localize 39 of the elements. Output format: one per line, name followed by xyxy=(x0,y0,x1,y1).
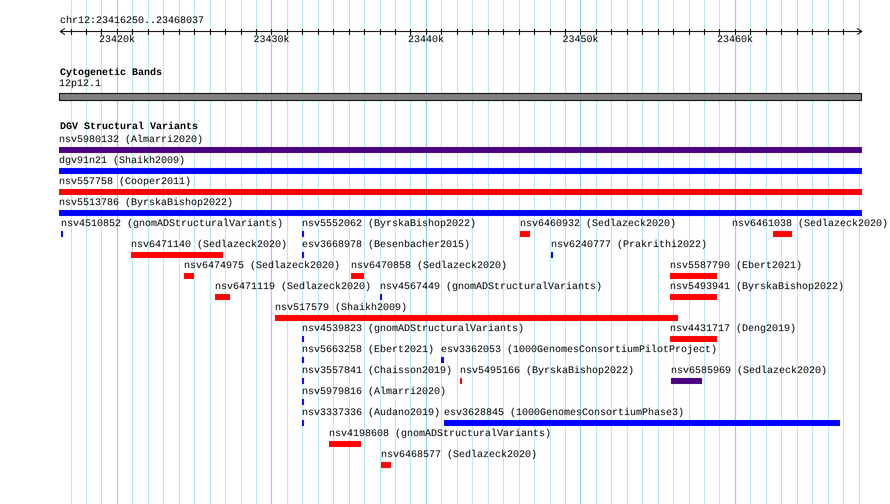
variant-label: nsv3337336 (Audano2019) xyxy=(302,408,440,419)
variant-label: nsv6460932 (Sedlazeck2020) xyxy=(520,219,676,230)
variant-label: nsv4198608 (gnomADStructuralVariants) xyxy=(329,429,552,440)
variant-label: nsv6585969 (Sedlazeck2020) xyxy=(671,366,828,377)
variant-label: nsv4510852 (gnomADStructuralVariants) xyxy=(61,219,284,230)
variant-label: nsv6468577 (Sedlazeck2020) xyxy=(381,450,538,461)
variant-label: nsv6470858 (Sedlazeck2020) xyxy=(351,261,508,272)
variant-label: nsv6471140 (Sedlazeck2020) xyxy=(131,240,288,251)
variant-label: nsv6461038 (Sedlazeck2020) xyxy=(732,219,888,230)
variant-label: nsv3557841 (Chaisson2019) xyxy=(302,366,452,377)
tick-label: 23450k xyxy=(562,35,598,46)
variant-label: nsv6471119 (Sedlazeck2020) xyxy=(215,282,372,293)
variant-label: nsv4431717 (Deng2019) xyxy=(670,324,796,335)
variant-label: nsv5552062 (ByrskaBishop2022) xyxy=(302,219,476,230)
variant-label: nsv557758 (Cooper2011) xyxy=(59,177,192,188)
variant-label: nsv5587790 (Ebert2021) xyxy=(670,261,802,272)
variant-label: nsv5493941 (ByrskaBishop2022) xyxy=(670,282,844,293)
variant-label: nsv517579 (Shaikh2009) xyxy=(275,303,408,314)
variant-label: nsv5495166 (ByrskaBishop2022) xyxy=(460,366,634,377)
variant-label: nsv6240777 (Prakrithi2022) xyxy=(551,240,708,251)
variant-label: nsv5663258 (Ebert2021) xyxy=(302,345,434,356)
tick-label: 23430k xyxy=(253,35,290,46)
tick-label: 23420k xyxy=(98,35,135,46)
variant-label: nsv5513786 (ByrskaBishop2022) xyxy=(59,198,234,209)
variant-label: nsv5980132 (Almarri2020) xyxy=(59,135,204,146)
variant-label: dgv91n21 (Shaikh2009) xyxy=(59,156,186,167)
tick-label: 23440k xyxy=(408,35,444,46)
variant-label: nsv4539823 (gnomADStructuralVariants) xyxy=(302,324,524,335)
track-title: Cytogenetic Bands xyxy=(60,68,162,79)
variant-label: esv3362053 (1000GenomesConsortiumPilotProject) xyxy=(441,345,718,356)
track-title: DGV Structural Variants xyxy=(60,122,198,133)
variant-label: nsv6474975 (Sedlazeck2020) xyxy=(184,261,340,272)
band-label: 12p12.1 xyxy=(59,79,102,90)
variant-label: nsv5979816 (Almarri2020) xyxy=(302,387,446,398)
coordinate-range: chr12:23416250..23468037 xyxy=(60,16,204,27)
tick-label: 23460k xyxy=(716,35,753,46)
variant-label: nsv4567449 (gnomADStructuralVariants) xyxy=(380,282,602,293)
variant-label: esv3628845 (1000GenomesConsortiumPhase3) xyxy=(444,408,684,419)
variant-label: esv3668978 (Besenbacher2015) xyxy=(302,240,470,251)
